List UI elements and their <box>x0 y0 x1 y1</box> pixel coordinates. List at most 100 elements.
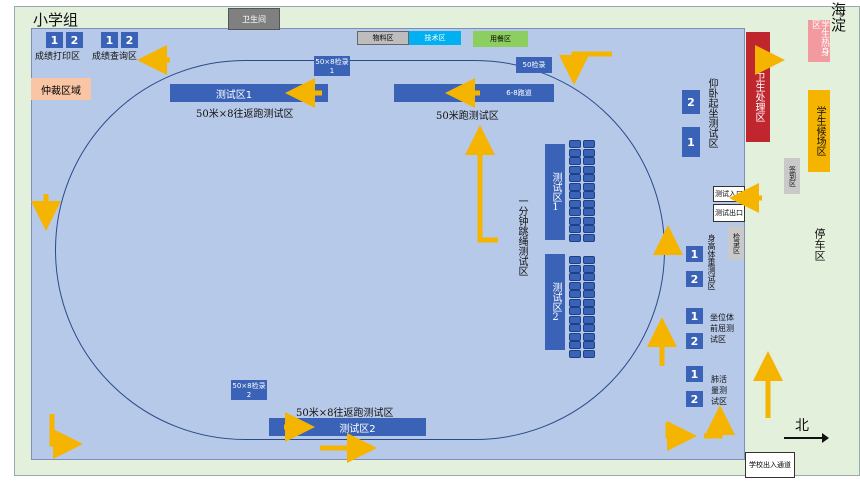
rope-seat <box>583 349 595 358</box>
rope-seat <box>569 208 581 216</box>
vital-station-1: 1 <box>686 366 703 382</box>
rope-seat <box>569 341 581 349</box>
school-entrance: 学校出入通道 <box>745 452 795 478</box>
score-query-label: 成绩查询区 <box>92 52 138 62</box>
sit-reach-station-2: 2 <box>686 333 703 349</box>
height-weight-label: 身高体重测试区 <box>707 234 716 290</box>
rope-seat <box>583 332 595 341</box>
rope-seat <box>569 157 581 165</box>
arrow-turn-icon <box>559 51 612 85</box>
signin-zone: 签到区 <box>784 158 800 194</box>
rope-test-area-1: 测试区1 <box>545 144 565 240</box>
rope-seat <box>583 199 595 208</box>
score-query-1: 1 <box>101 32 118 48</box>
medical-zone: 医疗卫生处理区 <box>746 32 770 142</box>
run50x8-label-bottom: 50米×8往返跑测试区 <box>296 408 394 419</box>
rope-seat <box>583 165 595 174</box>
rope-seat <box>569 281 581 290</box>
rope-seat <box>569 273 581 281</box>
score-print-label: 成绩打印区 <box>35 52 81 62</box>
height-station-1: 1 <box>686 246 703 262</box>
north-arrow-icon <box>784 433 829 443</box>
rope-test-area-2: 测试区2 <box>545 254 565 350</box>
rope-seat <box>569 264 581 273</box>
student-waiting-zone: 学生候场区 <box>808 90 830 172</box>
rope-seat <box>569 199 581 208</box>
score-print-2: 2 <box>66 32 83 48</box>
rope-seat <box>583 233 595 242</box>
sit-reach-label: 坐位体前屈测试区 <box>710 313 734 344</box>
rope-seat <box>569 298 581 307</box>
district-label: 海淀 <box>829 2 847 32</box>
run50x8-test-area-1-label: 测试区1 <box>215 89 253 101</box>
sit-reach-station-1: 1 <box>686 308 703 324</box>
run50x8-test-area-2-label: 测试区2 <box>339 423 376 435</box>
run50x8-label-top: 50米×8往返跑测试区 <box>196 109 294 120</box>
rope-seat <box>569 225 581 233</box>
rope-seat <box>583 174 595 182</box>
run50-lane-label: 6-8跑道 <box>506 89 532 97</box>
rope-seat <box>569 315 581 324</box>
situp-label: 仰卧起坐测试区 <box>706 78 717 148</box>
rope-seat <box>583 216 595 225</box>
arrow-up-icon <box>465 125 498 243</box>
arrow-turn-icon <box>665 421 697 451</box>
rope-seat <box>583 140 595 148</box>
rope-seat <box>569 307 581 315</box>
situp-station-2: 2 <box>682 90 700 114</box>
rope-seat <box>569 174 581 182</box>
rope-seat <box>583 157 595 165</box>
rope-seat <box>569 233 581 242</box>
arrow-turn-icon <box>49 414 83 459</box>
run50x8-check-1: 50×8检录1 <box>314 56 350 76</box>
check-zone: 检录区 <box>728 226 744 260</box>
score-print-1: 1 <box>46 32 63 48</box>
score-query-2: 2 <box>121 32 138 48</box>
rope-seat <box>569 191 581 199</box>
rope-seat <box>583 191 595 199</box>
run50x8-check-2: 50×8检录2 <box>231 380 267 400</box>
rope-seat <box>583 264 595 273</box>
tech-zone: 技术区 <box>409 31 461 45</box>
rope-seat <box>569 332 581 341</box>
rope-seat <box>583 307 595 315</box>
rope-seat <box>583 324 595 332</box>
rope-seat <box>583 290 595 298</box>
student-hangout-zone: 学生热身区 <box>808 20 830 62</box>
rope-seat <box>583 298 595 307</box>
parking-zone: 停车区 <box>813 228 826 261</box>
rope-seat <box>569 349 581 358</box>
rope-seat <box>583 208 595 216</box>
arrow-turn-icon <box>704 405 735 439</box>
vital-label: 肺活量测试区 <box>711 375 727 406</box>
rope-seat <box>569 140 581 148</box>
rope-seat <box>583 341 595 349</box>
rope-seat <box>569 256 581 264</box>
rope-label: 一分钟跳绳测试区 <box>516 196 527 276</box>
dining-zone: 用餐区 <box>473 31 528 47</box>
rope-seat <box>569 182 581 191</box>
page-title: 小学组 <box>33 11 79 29</box>
run50-label: 50米跑测试区 <box>436 111 499 122</box>
rope-seat <box>569 165 581 174</box>
north-label: 北 <box>795 418 809 434</box>
rope-seat <box>569 216 581 225</box>
vital-station-2: 2 <box>686 391 703 407</box>
rope-seat <box>583 315 595 324</box>
rope-seat <box>569 290 581 298</box>
rope-seat <box>583 148 595 157</box>
rope-seat <box>569 148 581 157</box>
rope-seat <box>583 281 595 290</box>
rope-seat <box>583 225 595 233</box>
situp-station-1: 1 <box>682 127 700 157</box>
rope-seat <box>569 324 581 332</box>
rope-seat <box>583 182 595 191</box>
restroom-zone: 卫生间 <box>228 8 280 30</box>
run50-check: 50检录 <box>516 57 552 73</box>
height-station-2: 2 <box>686 271 703 287</box>
supplies-zone: 物料区 <box>357 31 409 45</box>
rope-seat <box>583 273 595 281</box>
rope-seat <box>583 256 595 264</box>
